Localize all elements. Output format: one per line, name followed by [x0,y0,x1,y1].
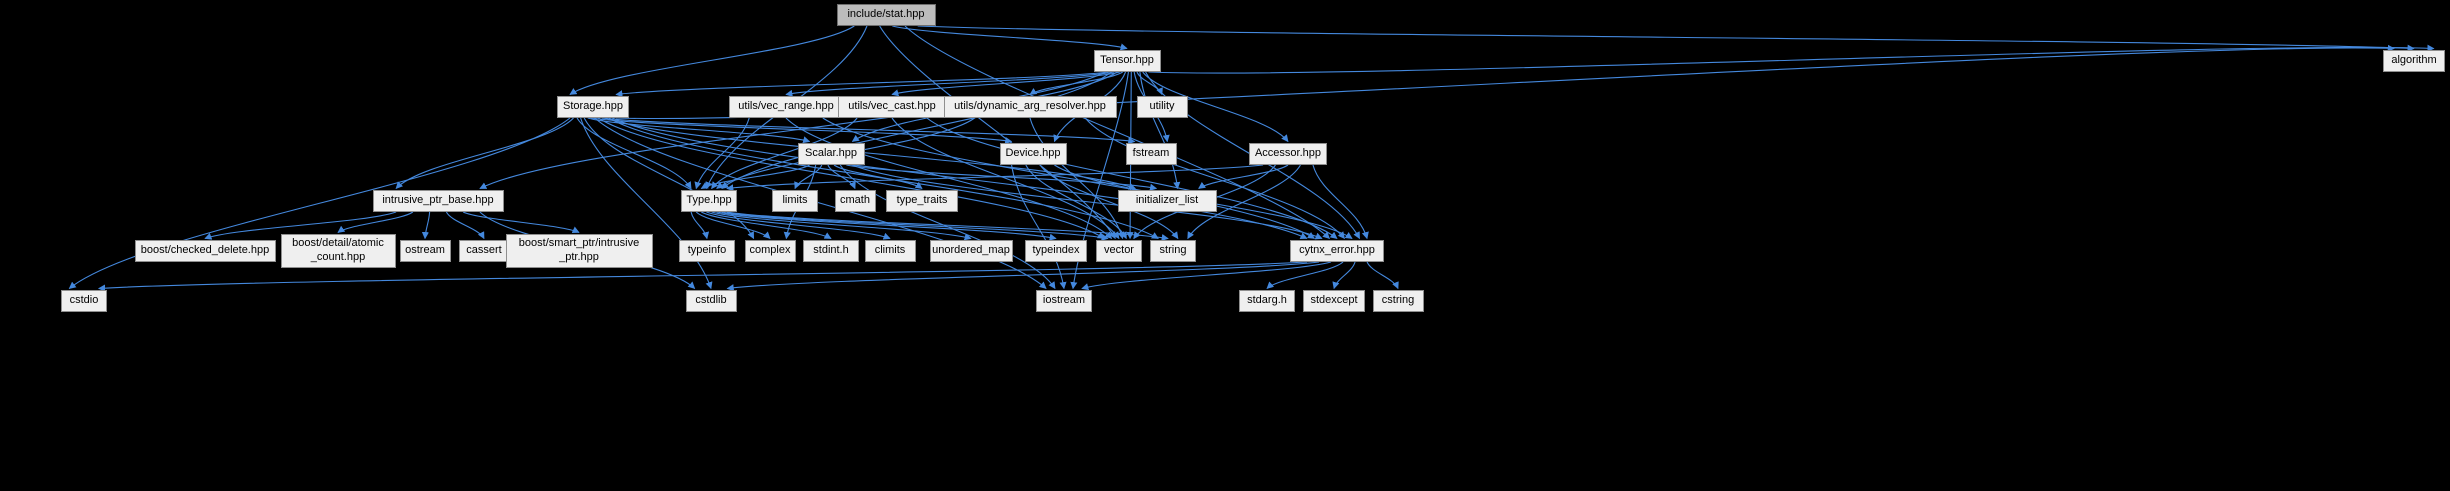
edge-tensor-hpp-to-accessor-hpp [1142,71,1289,143]
edge-storage-hpp-to-cstdlib [580,117,713,290]
node-boost-checked-delete-hpp[interactable]: boost/checked_delete.hpp [134,240,276,262]
edge-include-stat-hpp-to-cytnx-error-hpp [904,25,1331,239]
edge-type-hpp-to-vector [721,211,1109,241]
node-utility[interactable]: utility [1136,96,1188,118]
edge-tensor-hpp-to-utils-vec-cast-hpp [891,71,1120,97]
edge-type-hpp-to-typeinfo [690,211,710,240]
edge-storage-hpp-to-complex [583,117,755,240]
edge-include-stat-hpp-to-vector [879,25,1116,240]
edge-include-stat-hpp-to-algorithm [917,25,2415,52]
node-cstdio[interactable]: cstdio [61,290,107,312]
edge-accessor-hpp-to-initializer-list [1198,164,1289,189]
node-fstream[interactable]: fstream [1125,143,1177,165]
edge-cytnx-error-hpp-to-cstring [1366,261,1399,290]
edge-tensor-hpp-to-storage-hpp [615,71,1109,98]
edge-scalar-hpp-to-type-traits [833,164,923,189]
node-cassert[interactable]: cassert [458,240,510,262]
node-stdint-h[interactable]: stdint.h [803,240,859,262]
node-algorithm[interactable]: algorithm [2383,50,2445,72]
edge-utils-vec-range-hpp-to-type-hpp [694,117,750,190]
node-type-traits[interactable]: type_traits [886,190,958,212]
edge-type-hpp-to-climits [706,211,891,240]
edge-cytnx-error-hpp-to-cstdio [98,261,1307,292]
edge-utils-dynamic-arg-resolver-hpp-to-cytnx-error-hpp [1084,117,1345,240]
edge-intrusive-ptr-base-hpp-to-ostream [421,211,431,240]
edge-tensor-hpp-to-initializer-list [1139,71,1181,190]
edge-utils-dynamic-arg-resolver-hpp-to-vector [1029,117,1125,240]
node-limits[interactable]: limits [772,190,818,212]
node-scalar-hpp[interactable]: Scalar.hpp [797,143,865,165]
edge-type-hpp-to-string [726,211,1169,242]
edge-storage-hpp-to-vector [598,117,1105,239]
node-accessor-hpp[interactable]: Accessor.hpp [1249,143,1327,165]
edge-type-hpp-to-unordered-map [711,211,972,241]
edge-intrusive-ptr-base-hpp-to-boost-checked-delete-hpp [204,211,397,240]
edge-tensor-hpp-to-algorithm [1148,44,2435,74]
edge-accessor-hpp-to-string [1187,164,1301,240]
edge-storage-hpp-to-iostream [594,117,1047,289]
edge-storage-hpp-to-fstream [601,117,1136,145]
node-ostream[interactable]: ostream [399,240,451,262]
edge-device-hpp-to-iostream [1011,164,1067,290]
edge-utils-vec-cast-hpp-to-type-hpp [711,117,858,190]
node-boost-detail-atomic-count-hpp[interactable]: boost/detail/atomic _count.hpp [280,234,396,268]
edge-type-hpp-to-stdint-h [701,211,832,239]
edge-utils-vec-cast-hpp-to-vector [891,117,1120,240]
node-utils-vec-range-hpp[interactable]: utils/vec_range.hpp [728,96,844,118]
node-stdexcept[interactable]: stdexcept [1303,290,1365,312]
edge-tensor-hpp-to-utils-vec-range-hpp [785,71,1115,97]
edge-scalar-hpp-to-limits [794,164,823,190]
edge-intrusive-ptr-base-hpp-to-boost-smart-ptr-intrusive-ptr-hpp [462,211,580,233]
edge-accessor-hpp-to-cytnx-error-hpp [1312,164,1369,240]
edge-intrusive-ptr-base-hpp-to-boost-detail-atomic-count-hpp [337,211,414,233]
node-typeindex[interactable]: typeindex [1025,240,1087,262]
edge-cytnx-error-hpp-to-stdarg-h [1266,261,1344,289]
node-include-stat-hpp: include/stat.hpp [836,4,936,26]
node-complex[interactable]: complex [744,240,796,262]
node-cstring[interactable]: cstring [1372,290,1424,312]
edge-cytnx-error-hpp-to-cstdlib [726,261,1320,292]
node-iostream[interactable]: iostream [1036,290,1092,312]
edge-utils-vec-cast-hpp-to-cytnx-error-hpp [926,117,1338,239]
node-type-hpp[interactable]: Type.hpp [681,190,737,212]
edge-intrusive-ptr-base-hpp-to-cassert [445,211,485,240]
edge-include-stat-hpp-to-storage-hpp [569,25,855,95]
edge-include-stat-hpp-to-tensor-hpp [892,25,1128,51]
edge-storage-hpp-to-intrusive-ptr-base-hpp [395,117,574,190]
node-stdarg-h[interactable]: stdarg.h [1239,290,1295,312]
node-string[interactable]: string [1150,240,1196,262]
node-utils-vec-cast-hpp[interactable]: utils/vec_cast.hpp [837,96,947,118]
edge-tensor-hpp-to-utils-dynamic-arg-resolver-hpp [1029,71,1124,95]
node-boost-smart-ptr-intrusive-ptr-hpp[interactable]: boost/smart_ptr/intrusive _ptr.hpp [505,234,653,268]
node-typeinfo[interactable]: typeinfo [679,240,735,262]
node-utils-dynamic-arg-resolver-hpp[interactable]: utils/dynamic_arg_resolver.hpp [943,96,1117,118]
edge-cytnx-error-hpp-to-stdexcept [1332,261,1356,290]
edge-utils-vec-range-hpp-to-vector [785,117,1113,240]
edge-cytnx-error-hpp-to-iostream [1081,261,1332,291]
node-initializer-list[interactable]: initializer_list [1117,190,1217,212]
node-cmath[interactable]: cmath [834,190,876,212]
edge-type-hpp-to-complex [695,211,771,239]
node-unordered-map[interactable]: unordered_map [929,240,1013,262]
node-storage-hpp[interactable]: Storage.hpp [557,96,629,118]
node-tensor-hpp[interactable]: Tensor.hpp [1093,50,1161,72]
edge-tensor-hpp-to-intrusive-ptr-base-hpp [479,71,1106,189]
node-vector[interactable]: vector [1096,240,1142,262]
edge-storage-hpp-to-cstdio [68,117,571,289]
edge-accessor-hpp-to-type-hpp [726,164,1264,192]
node-cstdlib[interactable]: cstdlib [685,290,737,312]
node-intrusive-ptr-base-hpp[interactable]: intrusive_ptr_base.hpp [372,190,504,212]
node-device-hpp[interactable]: Device.hpp [999,143,1067,165]
edge-utils-vec-range-hpp-to-cytnx-error-hpp [822,117,1316,239]
edge-scalar-hpp-to-type-hpp [700,164,810,189]
edge-scalar-hpp-to-cytnx-error-hpp [852,164,1323,240]
edge-scalar-hpp-to-cmath [827,164,856,190]
edge-storage-hpp-to-type-hpp [576,117,692,190]
edge-type-hpp-to-typeindex [716,211,1057,241]
edge-tensor-hpp-to-type-hpp [721,71,1112,189]
node-climits[interactable]: climits [864,240,916,262]
node-cytnx-error-hpp[interactable]: cytnx_error.hpp [1290,240,1384,262]
